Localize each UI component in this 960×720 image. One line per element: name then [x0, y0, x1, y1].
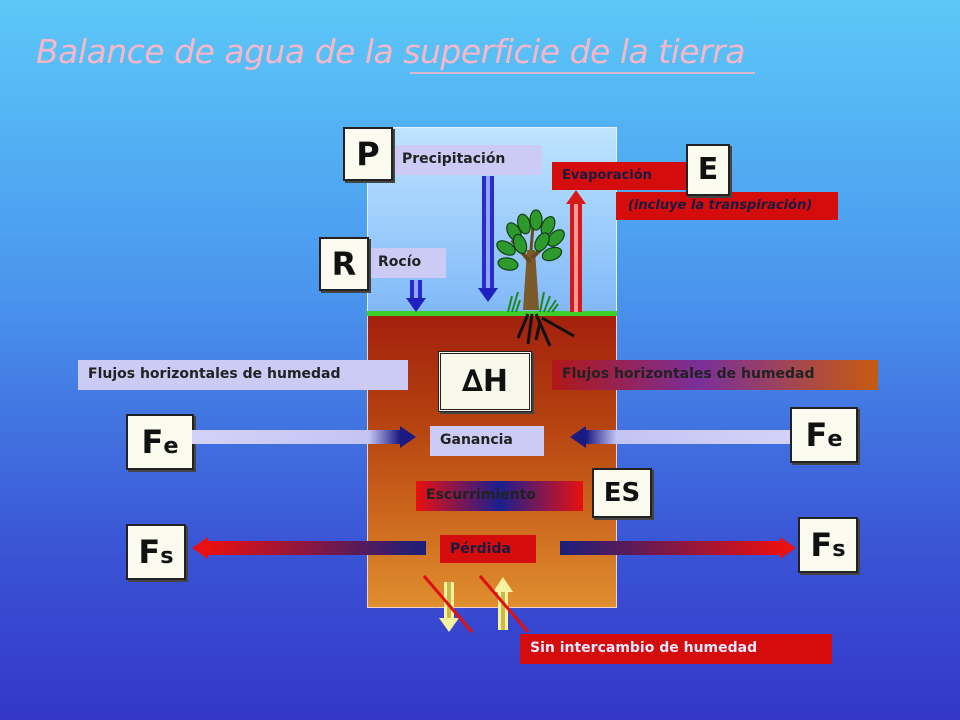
- box-E: E: [686, 144, 730, 196]
- fe-left-sub: e: [163, 433, 179, 459]
- label-rocio: Rocío: [368, 248, 446, 278]
- label-ganancia: Ganancia: [430, 426, 544, 456]
- fe-right-sub: e: [827, 426, 843, 452]
- box-fs-right: Fs: [798, 517, 858, 573]
- fs-right-arrow: [560, 537, 796, 559]
- tree-icon: [496, 209, 575, 347]
- ground-surface: [367, 311, 617, 316]
- fs-left-sub: s: [160, 543, 174, 569]
- box-delta-h: ∆H: [438, 351, 532, 412]
- box-fs-left: Fs: [126, 524, 186, 580]
- evaporation-arrow: [566, 190, 586, 312]
- page-title: Balance de agua de la superficie de la t…: [36, 32, 745, 71]
- label-evaporacion: Evaporación: [552, 162, 692, 190]
- delta-h-text: ∆H: [461, 364, 508, 399]
- fe-right-arrow: [570, 426, 790, 448]
- title-underline: [410, 72, 755, 74]
- precipitation-arrow: [478, 176, 498, 302]
- fs-right-sub: s: [832, 536, 846, 562]
- no-exchange-down-arrow: [439, 582, 459, 632]
- label-escurrimiento: Escurrimiento: [416, 481, 583, 511]
- fs-left-arrow: [192, 537, 426, 559]
- label-sin-intercambio: Sin intercambio de humedad: [520, 634, 832, 664]
- box-ES: ES: [592, 468, 652, 518]
- fs-right-main: F: [810, 526, 833, 564]
- box-fe-right: Fe: [790, 407, 858, 463]
- box-P: P: [343, 127, 393, 181]
- label-flujos-right: Flujos horizontales de humedad: [552, 360, 878, 390]
- label-precipitacion: Precipitación: [392, 145, 542, 175]
- label-transpiracion: (incluye la transpiración): [616, 192, 838, 220]
- dew-arrow: [406, 280, 426, 312]
- box-R: R: [319, 237, 369, 291]
- box-fe-left: Fe: [126, 414, 194, 470]
- fe-left-main: F: [141, 423, 164, 461]
- fs-left-main: F: [138, 533, 161, 571]
- fe-right-main: F: [805, 416, 828, 454]
- fe-left-arrow: [192, 426, 416, 448]
- no-exchange-strike-lines: [422, 575, 530, 633]
- no-exchange-up-arrow: [493, 577, 513, 630]
- label-flujos-left: Flujos horizontales de humedad: [78, 360, 408, 390]
- label-perdida: Pérdida: [440, 535, 536, 563]
